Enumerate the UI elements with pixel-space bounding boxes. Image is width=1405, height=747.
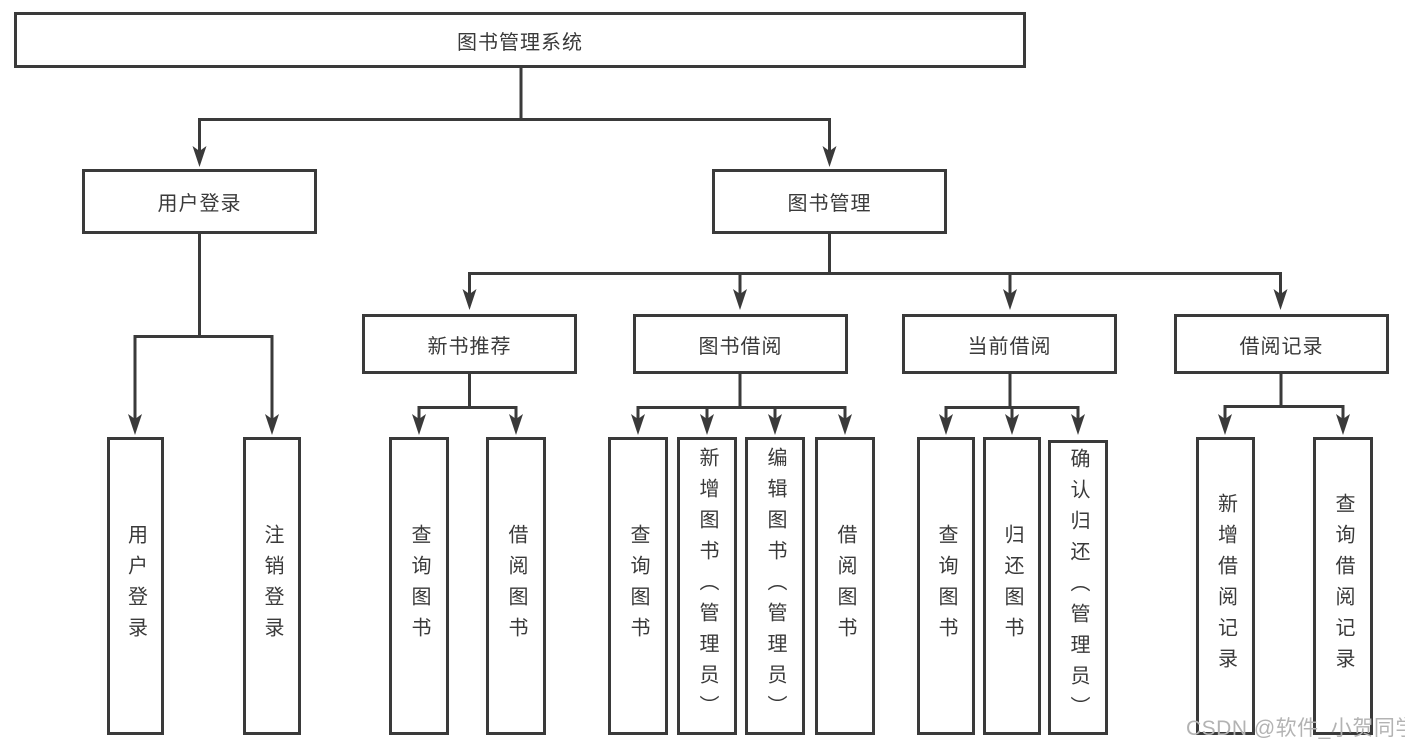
leaf-add-record-label: 新增借阅记录 (1214, 493, 1237, 679)
connector-line (417, 372, 1345, 421)
node-user-login-label: 用户登录 (157, 193, 242, 215)
arrow-down-icon (733, 289, 747, 310)
arrow-down-icon (1003, 289, 1017, 310)
arrow-down-icon (700, 414, 714, 435)
leaf-borrow-book-b-label: 借阅图书 (834, 524, 856, 648)
leaf-add-book: 新增图书（管理员） (677, 437, 737, 735)
node-new-book-rec-label: 新书推荐 (427, 335, 512, 358)
arrow-down-icon (265, 414, 279, 435)
leaf-add-record: 新增借阅记录 (1196, 437, 1255, 735)
leaf-add-book-label: 新增图书（管理员） (696, 446, 718, 726)
node-book-borrow-label: 图书借阅 (698, 335, 783, 358)
leaf-query-book-b: 查询图书 (608, 437, 668, 735)
leaf-return-book-label: 归还图书 (1001, 524, 1023, 648)
node-book-mgmt-label: 图书管理 (787, 193, 872, 215)
arrow-down-icon (192, 146, 207, 167)
node-current-borrow: 当前借阅 (902, 314, 1117, 374)
arrow-down-icon (838, 414, 852, 435)
leaf-borrow-book-a: 借阅图书 (486, 437, 546, 735)
leaf-edit-book: 编辑图书（管理员） (745, 437, 805, 735)
node-borrow-record-label: 借阅记录 (1239, 335, 1324, 358)
node-book-mgmt: 图书管理 (712, 169, 947, 234)
leaf-logout-label: 注销登录 (261, 524, 283, 648)
arrow-down-icon (509, 414, 523, 435)
arrow-down-icon (1336, 414, 1350, 435)
node-root-label: 图书管理系统 (457, 31, 583, 54)
arrow-down-icon (822, 146, 837, 167)
connector-line (133, 65, 1282, 421)
arrow-down-icon (1218, 414, 1232, 435)
leaf-user-login: 用户登录 (107, 437, 164, 735)
leaf-confirm-return: 确认归还（管理员） (1048, 440, 1108, 735)
node-current-borrow-label: 当前借阅 (967, 335, 1052, 358)
arrow-down-icon (768, 414, 782, 435)
leaf-confirm-return-label: 确认归还（管理员） (1067, 448, 1089, 727)
leaf-query-record-label: 查询借阅记录 (1332, 493, 1354, 679)
leaf-query-book-a-label: 查询图书 (408, 524, 430, 648)
leaf-query-book-c: 查询图书 (917, 437, 975, 735)
leaf-borrow-book-b: 借阅图书 (815, 437, 875, 735)
arrow-down-icon (1273, 289, 1288, 310)
node-borrow-record: 借阅记录 (1174, 314, 1389, 374)
arrow-down-icon (412, 414, 426, 435)
leaf-return-book: 归还图书 (983, 437, 1041, 735)
node-book-borrow: 图书借阅 (633, 314, 848, 374)
leaf-query-book-b-label: 查询图书 (627, 524, 649, 648)
arrow-down-icon (939, 414, 953, 435)
csdn-watermark: CSDN @软件_小贺同学 (1186, 717, 1405, 740)
leaf-user-login-label: 用户登录 (124, 524, 147, 648)
leaf-borrow-book-a-label: 借阅图书 (505, 524, 527, 648)
node-root: 图书管理系统 (14, 12, 1026, 68)
node-new-book-rec: 新书推荐 (362, 314, 577, 374)
leaf-query-record: 查询借阅记录 (1313, 437, 1373, 735)
arrow-down-icon (462, 289, 477, 310)
leaf-logout: 注销登录 (243, 437, 301, 735)
arrow-down-icon (128, 414, 142, 435)
arrow-down-icon (1071, 414, 1085, 435)
arrow-down-icon (631, 414, 645, 435)
leaf-query-book-c-label: 查询图书 (935, 524, 957, 648)
arrow-down-icon (1005, 414, 1019, 435)
leaf-query-book-a: 查询图书 (389, 437, 449, 735)
node-user-login: 用户登录 (82, 169, 317, 234)
arrowheads (128, 146, 1350, 435)
leaf-edit-book-label: 编辑图书（管理员） (764, 446, 786, 726)
